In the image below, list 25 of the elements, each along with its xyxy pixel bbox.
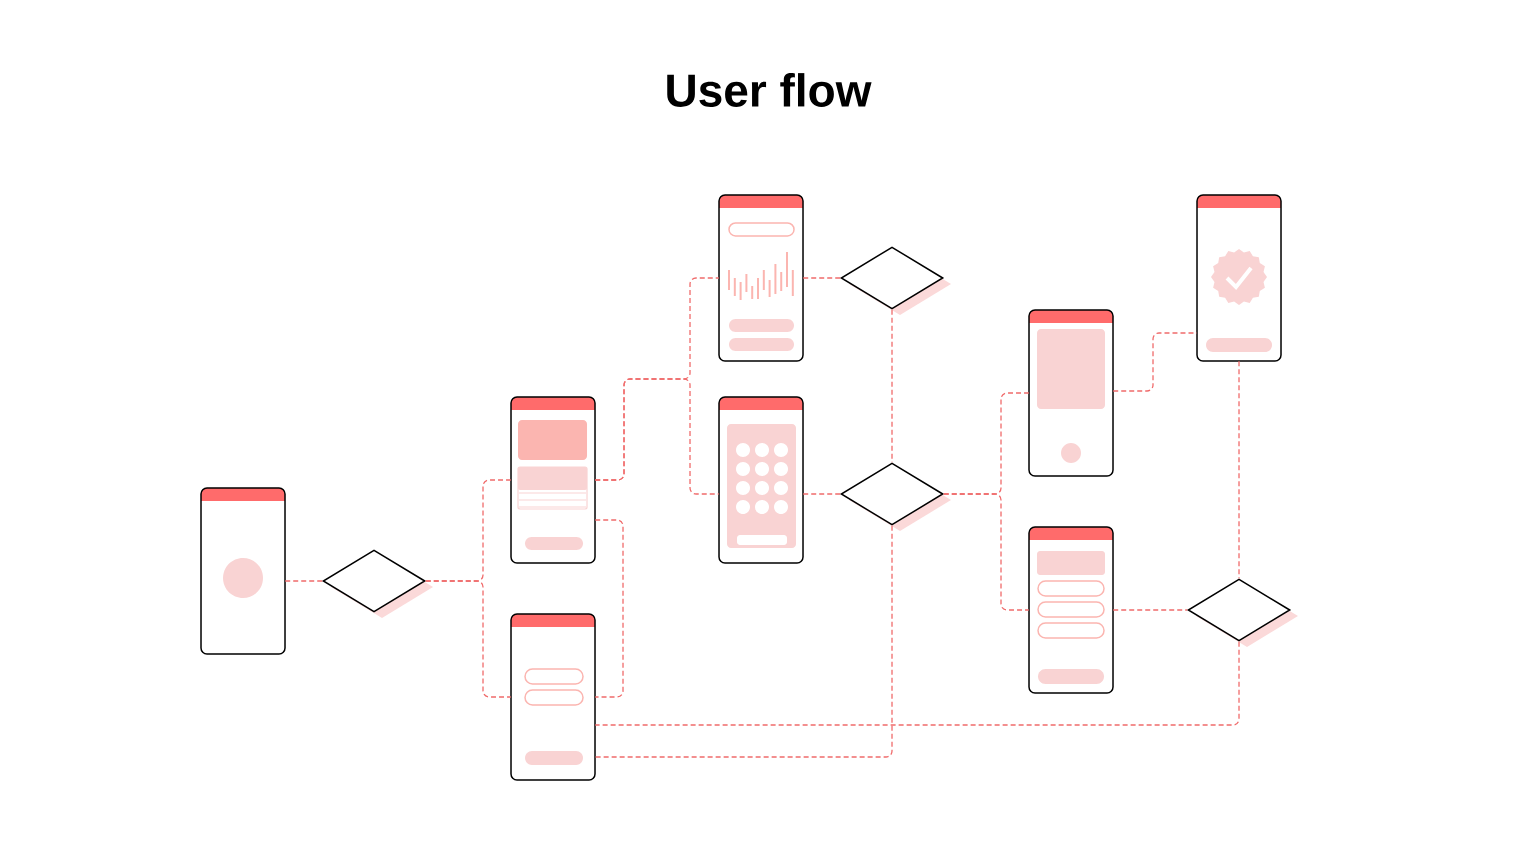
phone-screen-drawing — [718, 396, 804, 564]
connector — [1238, 360, 1240, 579]
connector — [1112, 332, 1198, 392]
decision-diamond — [839, 246, 951, 315]
phone-screen-drawing — [1028, 309, 1114, 477]
phone-screen-drawing — [510, 613, 596, 781]
phone-screen-drawing — [718, 194, 804, 362]
connector — [594, 519, 624, 698]
connector — [943, 493, 1030, 611]
connector — [284, 580, 323, 582]
connector — [594, 641, 1240, 726]
decision-diamond — [321, 549, 433, 618]
phone-screen-drawing — [1028, 526, 1114, 694]
connector — [594, 378, 720, 495]
connector — [802, 493, 841, 495]
phone-screen-drawing — [1196, 194, 1282, 362]
title: User flow — [667, 73, 872, 107]
phone-screen-drawing — [200, 487, 286, 655]
connector — [425, 580, 512, 698]
connector — [594, 525, 893, 758]
decision-diamond — [1186, 578, 1298, 647]
phone-screen-drawing — [510, 396, 596, 564]
decision-diamond — [839, 462, 951, 531]
connector — [802, 277, 841, 279]
connector — [1112, 609, 1188, 611]
